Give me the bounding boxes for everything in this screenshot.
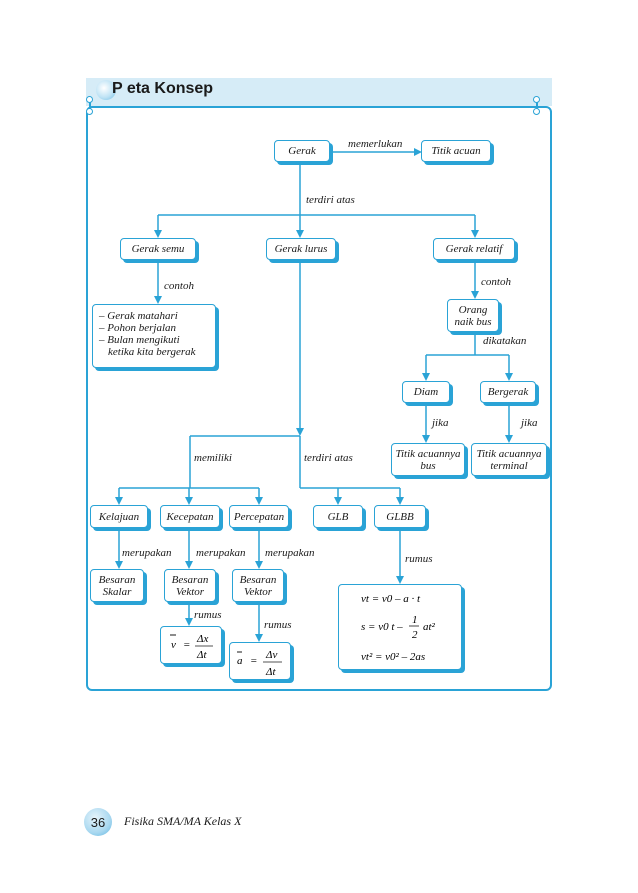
node-glb: GLB <box>313 505 363 528</box>
node-glbb: GLBB <box>374 505 426 528</box>
node-orang-naik-bus: Orang naik bus <box>447 299 499 332</box>
label-rumus: rumus <box>194 609 222 621</box>
pin-right-top-icon <box>533 96 540 103</box>
book-title: Fisika SMA/MA Kelas X <box>124 814 242 828</box>
page-number-badge: 36 <box>84 808 112 836</box>
header-bullet-icon <box>96 80 116 100</box>
label-merupakan: merupakan <box>196 547 246 559</box>
label-terdiri-atas: terdiri atas <box>304 452 353 464</box>
node-gerak: Gerak <box>274 140 330 162</box>
label-memiliki: memiliki <box>194 452 232 464</box>
label-rumus: rumus <box>405 553 433 565</box>
node-percepatan: Percepatan <box>229 505 289 528</box>
node-line: Titik acuannya <box>476 447 542 460</box>
node-line: Vektor <box>175 585 205 598</box>
formula-equals: = <box>183 639 190 651</box>
formula-glbb: vt = v0 – a · t s = v0 t – 1 2 at² vt² =… <box>338 584 462 670</box>
list-item: ketika kita bergerak <box>108 346 196 358</box>
node-kecepatan: Kecepatan <box>160 505 220 528</box>
formula-percepatan-graphic: a = Δv Δt <box>237 649 282 678</box>
label-contoh: contoh <box>164 280 194 292</box>
formula-dt: Δt <box>265 666 276 678</box>
formula-glbb-line-3: vt² = v0² – 2as <box>361 651 425 663</box>
label-rumus: rumus <box>264 619 292 631</box>
formula-v-symbol: v <box>171 639 176 651</box>
node-line: naik bus <box>454 315 492 328</box>
node-titik-acuannya-bus: Titik acuannya bus <box>391 443 465 476</box>
node-gerak-lurus: Gerak lurus <box>266 238 336 260</box>
label-jika: jika <box>432 417 449 429</box>
node-line: bus <box>420 459 436 472</box>
label-contoh: contoh <box>481 276 511 288</box>
concept-map-header <box>86 78 552 106</box>
concept-map-frame <box>86 106 552 691</box>
pin-left-top-icon <box>86 96 93 103</box>
formula-glbb-graphic: vt = v0 – a · t s = v0 t – 1 2 at² vt² =… <box>361 593 436 663</box>
node-line: terminal <box>490 459 528 472</box>
node-line: Besaran <box>239 573 277 586</box>
formula-glbb-line-1: vt = v0 – a · t <box>361 593 421 605</box>
node-kelajuan: Kelajuan <box>90 505 148 528</box>
page-number: 36 <box>90 814 106 830</box>
pin-right-bottom-icon <box>533 108 540 115</box>
formula-a-symbol: a <box>237 655 243 667</box>
list-item: – Pohon berjalan <box>99 322 176 334</box>
formula-kecepatan: v = Δx Δt <box>160 626 222 664</box>
node-line: Skalar <box>102 585 132 598</box>
node-titik-acuannya-terminal: Titik acuannya terminal <box>471 443 547 476</box>
node-line: Orang <box>458 303 488 316</box>
node-gerak-relatif: Gerak relatif <box>433 238 515 260</box>
node-diam: Diam <box>402 381 450 403</box>
label-terdiri-atas: terdiri atas <box>306 194 355 206</box>
node-contoh-gerak-semu: – Gerak matahari – Pohon berjalan – Bula… <box>92 304 216 368</box>
node-line: Besaran <box>171 573 209 586</box>
node-besaran-skalar: Besaran Skalar <box>90 569 144 602</box>
label-jika: jika <box>521 417 538 429</box>
node-titik-acuan: Titik acuan <box>421 140 491 162</box>
label-merupakan: merupakan <box>122 547 172 559</box>
pin-left-bottom-icon <box>86 108 93 115</box>
node-line: Vektor <box>243 585 273 598</box>
node-bergerak: Bergerak <box>480 381 536 403</box>
node-besaran-vektor-kecepatan: Besaran Vektor <box>164 569 216 602</box>
formula-glbb-half-num: 1 <box>412 614 418 626</box>
list-item: – Bulan mengikuti <box>99 334 180 346</box>
formula-kecepatan-graphic: v = Δx Δt <box>170 633 213 661</box>
formula-glbb-half-den: 2 <box>412 629 418 641</box>
node-line: Besaran <box>98 573 136 586</box>
formula-dt: Δt <box>196 649 207 661</box>
formula-dx: Δx <box>196 633 208 645</box>
page-title: P eta Konsep <box>112 80 214 97</box>
node-gerak-semu: Gerak semu <box>120 238 196 260</box>
node-line: Titik acuannya <box>395 447 461 460</box>
formula-dv: Δv <box>265 649 277 661</box>
node-besaran-vektor-percepatan: Besaran Vektor <box>232 569 284 602</box>
formula-glbb-line-2-left: s = v0 t – <box>361 621 403 633</box>
label-merupakan: merupakan <box>265 547 315 559</box>
label-memerlukan: memerlukan <box>348 138 403 150</box>
pin-left-stem <box>89 99 91 109</box>
formula-equals: = <box>250 655 257 667</box>
pin-right-stem <box>536 99 538 109</box>
formula-percepatan: a = Δv Δt <box>229 642 291 680</box>
list-item: – Gerak matahari <box>99 310 178 322</box>
formula-glbb-line-2-right: at² <box>423 621 436 633</box>
label-dikatakan: dikatakan <box>483 335 527 347</box>
